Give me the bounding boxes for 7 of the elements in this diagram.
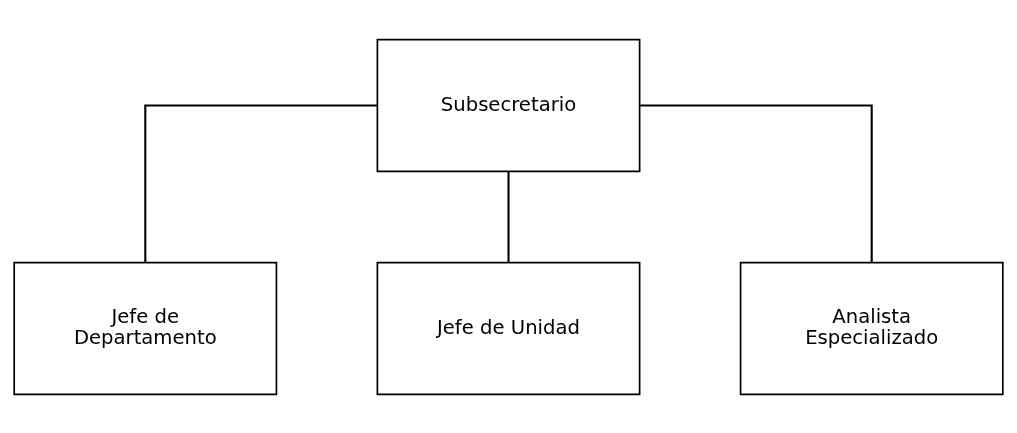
connector (144, 103, 378, 262)
node-box: Jefe de Departamento (13, 261, 278, 395)
node-box: Analista Especializado (739, 261, 1004, 395)
connector (507, 171, 510, 262)
connector (639, 103, 873, 262)
node-box: Subsecretario (376, 38, 641, 172)
node-box: Jefe de Unidad (376, 261, 641, 395)
